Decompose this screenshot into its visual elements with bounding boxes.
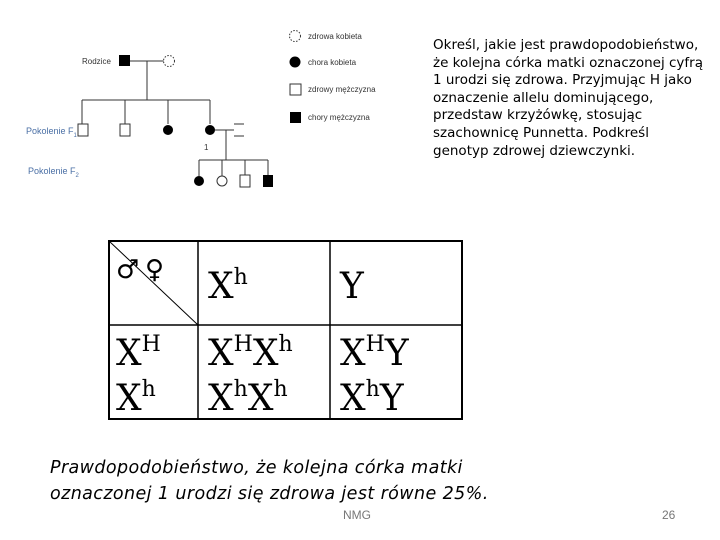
f1-son-healthy-2	[119, 123, 131, 137]
parents-label: Rodzice	[82, 57, 111, 66]
punnett-border	[108, 240, 463, 420]
legend-square-filled-icon	[290, 112, 301, 123]
punnett-diagonal	[108, 240, 199, 326]
f2-daughter-healthy	[216, 175, 228, 187]
f2-son-healthy	[239, 174, 251, 188]
col-header-1: Xh	[208, 265, 248, 307]
f2-daughter-affected	[194, 176, 204, 186]
gen2-label: Pokolenie F2	[28, 166, 80, 179]
cell-XHY: XHY	[340, 332, 410, 374]
punnett-square: ♂ ♀ Xh Y XH Xh XHXh XHY XhXh XhY	[108, 240, 463, 420]
f1-son-healthy	[77, 123, 89, 137]
pedigree-chart: Rodzice Pokolenie F1 1 Pokolenie F2 zdro…	[26, 30, 376, 188]
parent-father-affected	[119, 55, 130, 66]
legend-square-empty-icon	[289, 83, 302, 96]
marked-number: 1	[204, 143, 209, 152]
cell-XHXh: XHXh	[208, 332, 293, 374]
legend-label-2: chora kobieta	[308, 58, 357, 67]
parent-mother-healthy	[163, 55, 175, 67]
legend-label-3: zdrowy mężczyzna	[308, 85, 376, 94]
female-symbol: ♀	[145, 255, 164, 285]
slide-number: 26	[662, 508, 676, 522]
legend-circle-filled-icon	[289, 56, 301, 68]
f1-daughter-affected	[163, 125, 173, 135]
cell-XhY: XhY	[340, 377, 405, 419]
male-symbol: ♂	[116, 255, 139, 285]
f2-son-affected	[263, 175, 273, 187]
conclusion-text: Prawdopodobieństwo, że kolejna córka mat…	[50, 458, 489, 504]
row-header-1: XH	[116, 332, 161, 374]
legend-label-1: zdrowa kobieta	[308, 32, 362, 41]
legend-label-4: chory mężczyzna	[308, 113, 370, 122]
f1-daughter-affected-marked	[205, 125, 215, 135]
legend-circle-empty-icon	[289, 30, 301, 42]
cell-XhXh: XhXh	[208, 377, 288, 419]
footer-label: NMG	[343, 508, 371, 522]
gen1-label: Pokolenie F1	[26, 126, 78, 139]
row-header-2: Xh	[116, 377, 156, 419]
col-header-2: Y	[339, 266, 365, 307]
task-text: Określ, jakie jest prawdopodobieństwo, ż…	[433, 37, 703, 159]
